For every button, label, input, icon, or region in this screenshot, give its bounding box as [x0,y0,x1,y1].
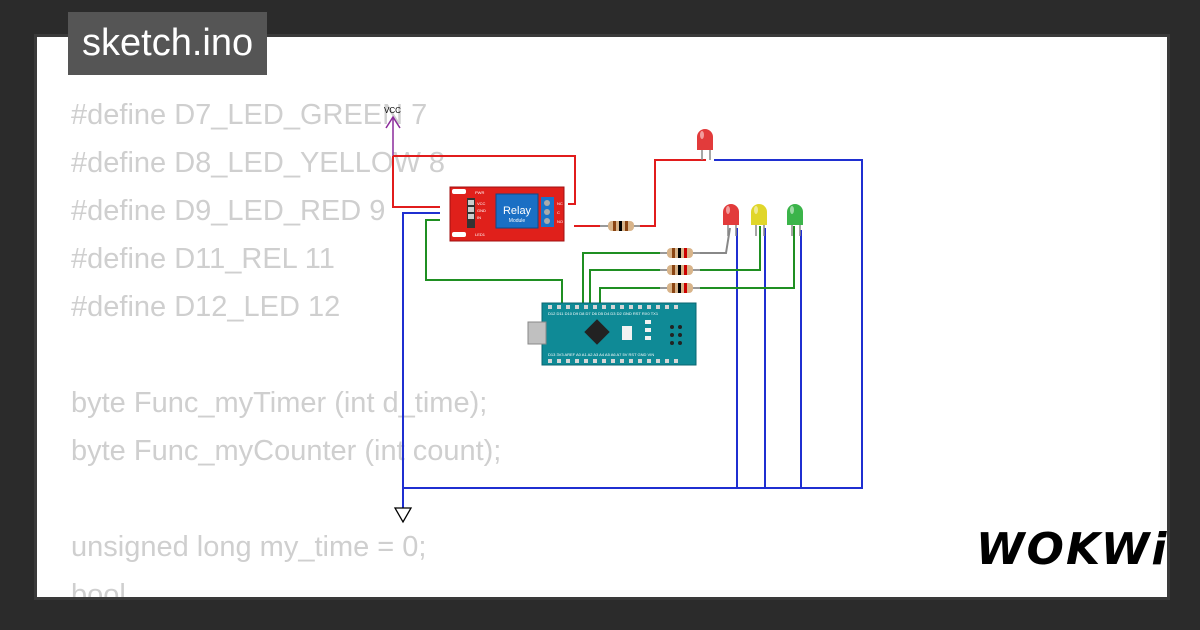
code-line: byte Func_myTimer (int d_time); [71,387,488,419]
code-editor: #define D7_LED_GREEN 7 #define D8_LED_YEL… [71,91,502,600]
resistor-relay [600,221,640,231]
ground-wires [402,159,863,508]
relay-subtitle: Module [509,218,526,224]
led-lead [698,227,731,254]
relay-terminal-no: NO [557,219,563,224]
usb-port [527,321,547,345]
relay-title: Relay [503,205,532,217]
led-red-top[interactable] [697,129,713,160]
code-line: #define D12_LED 12 [71,291,341,323]
relay-pin-vcc: VCC [477,201,486,206]
led-red[interactable] [723,204,739,236]
code-line: #define D11_REL 11 [71,243,335,275]
relay-pin-in: IN [477,215,481,220]
relay-pin-pwr: PWR [475,190,484,195]
resistor-2 [660,265,700,275]
code-line: bool .... .... ... ... .... [71,579,320,600]
led-green-body [787,204,803,225]
led-red-body [723,204,739,225]
arduino-nano[interactable]: D12 D11 D10 D9 D8 D7 D6 D5 D4 D3 D2 GND … [527,302,697,366]
resistor-3 [660,283,700,293]
nano-bottom-pins: D13 3V3 AREF A0 A1 A2 A3 A4 A5 A6 A7 5V … [548,352,654,357]
vcc-label: VCC [384,106,401,115]
code-line: #define D7_LED_GREEN 7 [71,99,428,131]
relay-module[interactable]: Relay Module PWR VCC GND IN LED1 NC C NO [449,186,565,242]
wokwi-logo: WOKWi [976,524,1169,575]
relay-terminal-nc: NC [557,201,563,206]
code-line: #define D8_LED_YELLOW 8 [71,147,445,179]
power-wires [392,155,706,227]
code-line: #define D9_LED_RED 9 [71,195,386,227]
code-line: byte Func_myCounter (int count); [71,435,502,467]
vcc-symbol: VCC [384,106,401,156]
relay-pin-led1: LED1 [475,232,486,237]
file-tab[interactable]: sketch.ino [68,12,268,75]
resistor-1 [660,248,700,258]
led-yellow-body [751,204,767,225]
relay-pin-gnd: GND [477,208,486,213]
code-preview-card: #define D7_LED_GREEN 7 #define D8_LED_YEL… [34,34,1170,600]
nano-top-pins: D12 D11 D10 D9 D8 D7 D6 D5 D4 D3 D2 GND … [548,311,659,316]
led-red-top-body [697,129,713,150]
led-green[interactable] [787,204,803,236]
microcontroller-chip [584,319,610,345]
ground-symbol [393,507,413,524]
relay-terminal-c: C [557,210,560,215]
code-line: unsigned long my_time = 0; [71,531,427,563]
led-yellow[interactable] [751,204,767,236]
